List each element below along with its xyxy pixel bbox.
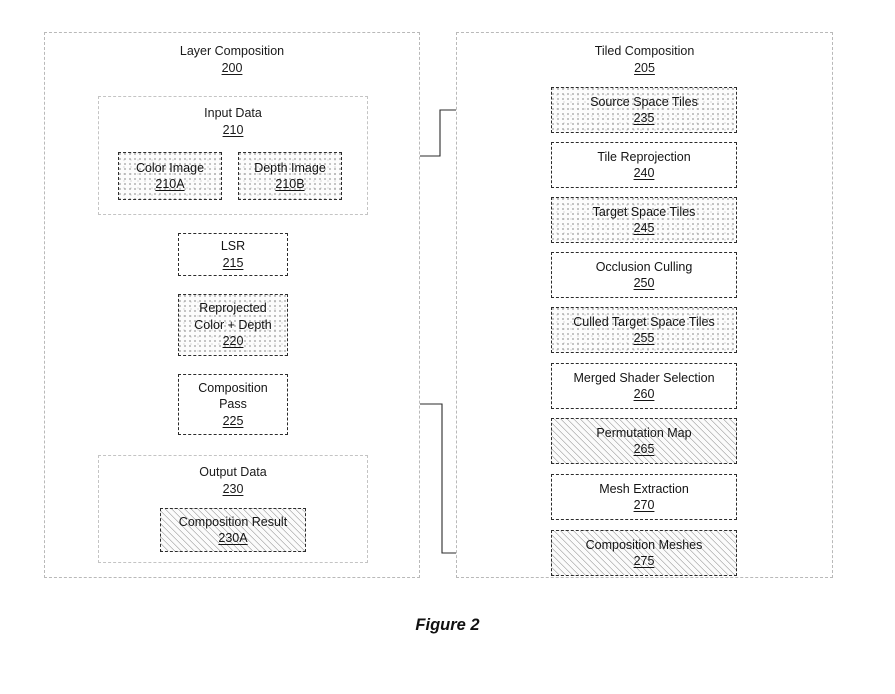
- tiled-composition-title: Tiled Composition 205: [457, 43, 832, 77]
- layer-composition-title: Layer Composition 200: [45, 43, 419, 77]
- node-source-space-tiles[interactable]: Source Space Tiles 235: [551, 87, 737, 133]
- output-data-panel-title-text: Output Data: [199, 465, 267, 479]
- tiled-composition-ref: 205: [634, 61, 655, 75]
- input-data-panel-ref: 210: [222, 123, 244, 137]
- composition-meshes-ref: 275: [633, 554, 655, 568]
- node-depth-image[interactable]: Depth Image 210B: [238, 152, 342, 200]
- figure-caption: Figure 2: [415, 616, 480, 634]
- color-image-label-0: Color Image: [135, 160, 205, 175]
- output-data-panel-ref: 230: [222, 482, 244, 496]
- node-tile-reprojection[interactable]: Tile Reprojection 240: [551, 142, 737, 188]
- node-culled-target-space-tiles[interactable]: Culled Target Space Tiles 255: [551, 307, 737, 353]
- node-mesh-extraction[interactable]: Mesh Extraction 270: [551, 474, 737, 520]
- depth-image-label-0: Depth Image: [254, 160, 326, 175]
- node-occlusion-culling[interactable]: Occlusion Culling 250: [551, 252, 737, 298]
- mesh-extraction-ref: 270: [633, 498, 655, 512]
- tile-reprojection-ref: 240: [633, 166, 655, 180]
- color-image-ref: 210A: [155, 177, 185, 191]
- merged-shader-selection-label-0: Merged Shader Selection: [573, 370, 715, 385]
- node-target-space-tiles[interactable]: Target Space Tiles 245: [551, 197, 737, 243]
- node-lsr[interactable]: LSR 215: [178, 233, 288, 276]
- reprojected-color-depth-ref: 220: [222, 334, 244, 349]
- layer-composition-title-text: Layer Composition: [179, 44, 285, 58]
- tiled-composition-title-text: Tiled Composition: [594, 44, 695, 58]
- merged-shader-selection-ref: 260: [633, 387, 655, 401]
- node-color-image[interactable]: Color Image 210A: [118, 152, 222, 200]
- input-data-panel-title-text: Input Data: [204, 106, 262, 120]
- lsr-label-0: LSR: [220, 239, 246, 253]
- composition-result-ref: 230A: [218, 531, 248, 545]
- reprojected-color-depth-label-0: Reprojected: [199, 301, 267, 316]
- composition-pass-label-1: Pass: [219, 397, 247, 412]
- node-composition-meshes[interactable]: Composition Meshes 275: [551, 530, 737, 576]
- target-space-tiles-label-0: Target Space Tiles: [592, 204, 696, 219]
- permutation-map-ref: 265: [633, 442, 655, 456]
- composition-meshes-label-0: Composition Meshes: [585, 537, 703, 552]
- depth-image-ref: 210B: [275, 177, 305, 191]
- reprojected-color-depth-label-1: Color + Depth: [194, 317, 272, 332]
- source-space-tiles-ref: 235: [633, 111, 655, 125]
- input-data-panel-title: Input Data 210: [99, 105, 367, 139]
- node-composition-result[interactable]: Composition Result 230A: [160, 508, 306, 552]
- layer-composition-ref: 200: [221, 61, 243, 75]
- mesh-extraction-label-0: Mesh Extraction: [599, 481, 689, 496]
- tile-reprojection-label-0: Tile Reprojection: [597, 149, 691, 164]
- culled-target-space-tiles-ref: 255: [633, 331, 655, 345]
- source-space-tiles-label-0: Source Space Tiles: [590, 94, 698, 109]
- occlusion-culling-label-0: Occlusion Culling: [595, 259, 693, 274]
- composition-result-label-0: Composition Result: [178, 514, 288, 529]
- node-permutation-map[interactable]: Permutation Map 265: [551, 418, 737, 464]
- output-data-panel-title: Output Data 230: [99, 464, 367, 498]
- lsr-ref: 215: [222, 255, 244, 270]
- culled-target-space-tiles-label-0: Culled Target Space Tiles: [573, 314, 715, 329]
- permutation-map-label-0: Permutation Map: [596, 425, 692, 440]
- node-merged-shader-selection[interactable]: Merged Shader Selection 260: [551, 363, 737, 409]
- composition-pass-label-0: Composition: [198, 380, 268, 395]
- target-space-tiles-ref: 245: [633, 221, 655, 235]
- occlusion-culling-ref: 250: [633, 276, 655, 290]
- composition-pass-ref: 225: [222, 413, 244, 428]
